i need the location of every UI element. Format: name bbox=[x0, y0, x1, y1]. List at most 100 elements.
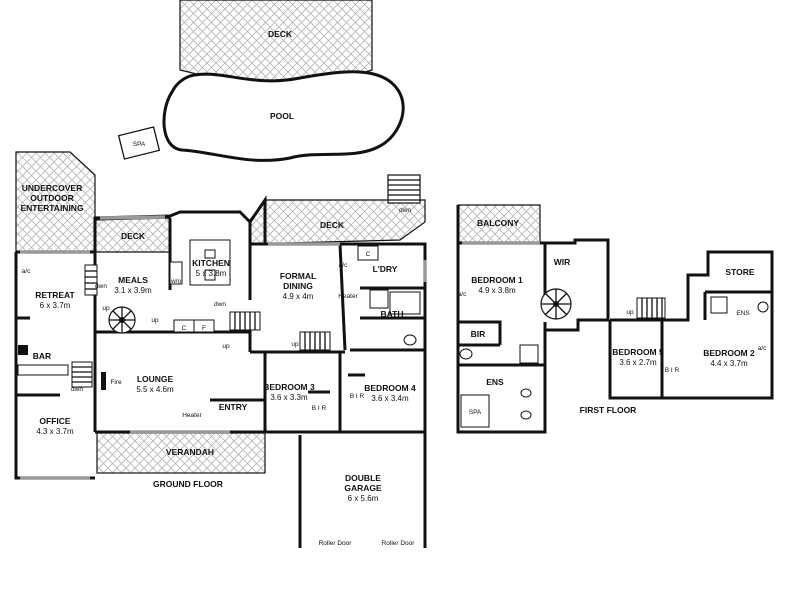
toilet-bath bbox=[403, 334, 417, 346]
deck-mid-label: DECK bbox=[320, 220, 345, 230]
ens2-label: ENS bbox=[736, 310, 750, 317]
pool-label: POOL bbox=[270, 111, 294, 121]
stairs-dining bbox=[229, 311, 261, 331]
bath-tub bbox=[389, 291, 421, 315]
dwn-label-dining: dwn bbox=[214, 301, 226, 308]
formal-label-2: DINING bbox=[283, 281, 313, 291]
bir-label-bed1: BIR bbox=[471, 329, 486, 339]
bed5-label: BEDROOM 5 bbox=[612, 347, 664, 357]
bed2-dims: 4.4 x 3.7m bbox=[710, 359, 748, 368]
fire-label: Fire bbox=[110, 379, 122, 386]
cupboard-c-ldry bbox=[357, 245, 379, 261]
bed1-dims: 4.9 x 3.8m bbox=[478, 286, 516, 295]
bed4-dims: 3.6 x 3.4m bbox=[371, 394, 409, 403]
ac-label-bed2: a/c bbox=[758, 345, 767, 352]
shower bbox=[369, 289, 389, 309]
roller-door-2: Roller Door bbox=[382, 540, 416, 547]
undercover-line-2: OUTDOOR bbox=[30, 193, 73, 203]
toilet-ens-2 bbox=[757, 301, 769, 313]
kitchen-dims: 5 x 3.8m bbox=[196, 269, 227, 278]
deck-top-area bbox=[179, 0, 373, 83]
lounge-dims: 5.5 x 4.6m bbox=[136, 385, 174, 394]
wir-label: WIR bbox=[554, 257, 571, 267]
garage-dims: 6 x 5.6m bbox=[348, 494, 379, 503]
ldry-label: L'DRY bbox=[373, 264, 398, 274]
store-label: STORE bbox=[725, 267, 754, 277]
ground-floor-title: GROUND FLOOR bbox=[153, 479, 223, 489]
spa-ens-label: SPA bbox=[469, 409, 482, 416]
office-dims: 4.3 x 3.7m bbox=[36, 427, 74, 436]
basin-ens-1b bbox=[520, 410, 532, 420]
heater-label-lounge: Heater bbox=[182, 412, 202, 419]
first-floor-title: FIRST FLOOR bbox=[580, 405, 637, 415]
bir-bed4: B I R bbox=[350, 393, 365, 400]
verandah-label: VERANDAH bbox=[166, 447, 214, 457]
kitchen-label: KITCHEN bbox=[192, 258, 230, 268]
up-label-lounge: up bbox=[151, 317, 159, 324]
meals-label: MEALS bbox=[118, 275, 148, 285]
bar-counter bbox=[17, 364, 69, 376]
bed4-label: BEDROOM 4 bbox=[364, 383, 416, 393]
bed1-label: BEDROOM 1 bbox=[471, 275, 523, 285]
bed3-label: BEDROOM 3 bbox=[263, 382, 315, 392]
up-label-first: up bbox=[626, 309, 634, 316]
cupboard-c-ldry-label: C bbox=[366, 251, 371, 258]
ground-windows bbox=[20, 215, 427, 480]
stairs-deck-top bbox=[387, 174, 421, 204]
ens-shower-1 bbox=[519, 344, 539, 364]
stairs-retreat bbox=[71, 361, 93, 388]
undercover-entertaining-area bbox=[15, 151, 96, 253]
undercover-line-3: ENTERTAINING bbox=[20, 203, 84, 213]
up-label-entry: up bbox=[222, 343, 230, 350]
pool-shape bbox=[162, 70, 405, 162]
garage-label-1: DOUBLE bbox=[345, 473, 381, 483]
ens-label-bed1: ENS bbox=[486, 377, 504, 387]
bed5-dims: 3.6 x 2.7m bbox=[619, 358, 657, 367]
first-floor-walls-right bbox=[608, 250, 774, 400]
stairs-first-right bbox=[636, 297, 666, 319]
cupboard-f-lounge bbox=[193, 319, 215, 333]
toilet-ens-1 bbox=[459, 348, 473, 360]
bir-bed5: B I R bbox=[665, 367, 680, 374]
kitchen-sink bbox=[204, 249, 216, 259]
balcony-label: BALCONY bbox=[477, 218, 519, 228]
ens2-shower bbox=[710, 296, 728, 314]
kitchen-cooktop bbox=[204, 269, 216, 281]
kitchen-walkin bbox=[169, 261, 183, 285]
entry-label: ENTRY bbox=[219, 402, 248, 412]
garage-label-2: GARAGE bbox=[344, 483, 382, 493]
office-label: OFFICE bbox=[39, 416, 70, 426]
bir-bed3: B I R bbox=[312, 405, 327, 412]
heater-label-dining: Heater bbox=[338, 293, 358, 300]
bar-fixture bbox=[18, 345, 28, 355]
stairs-dining-up bbox=[299, 331, 331, 351]
cupboard-c-lounge-label: C bbox=[182, 325, 187, 332]
up-label-meals: up bbox=[102, 305, 110, 312]
ac-label-retreat: a/c bbox=[22, 268, 31, 275]
spa-outdoor bbox=[117, 126, 161, 160]
wo-label: w/o bbox=[170, 278, 182, 285]
retreat-label: RETREAT bbox=[35, 290, 75, 300]
up-label-dining: up bbox=[291, 341, 299, 348]
spiral-stair-ground bbox=[108, 306, 136, 334]
deck-top-label: DECK bbox=[268, 29, 293, 39]
retreat-dims: 6 x 3.7m bbox=[40, 301, 71, 310]
bath-label: BATH bbox=[381, 309, 404, 319]
deck-left-label: DECK bbox=[121, 231, 146, 241]
roller-door-1: Roller Door bbox=[319, 540, 353, 547]
spa-outdoor-label: SPA bbox=[133, 141, 146, 148]
ac-label-bed1: a/c bbox=[458, 291, 467, 298]
bar-label: BAR bbox=[33, 351, 51, 361]
dwn-label-deck: dwn bbox=[399, 207, 411, 214]
ac-label-dining: a/c bbox=[339, 262, 348, 269]
ens-spa-bath bbox=[460, 394, 490, 428]
basin-ens-1a bbox=[520, 388, 532, 398]
lounge-label: LOUNGE bbox=[137, 374, 174, 384]
bed3-dims: 3.6 x 3.3m bbox=[270, 393, 308, 402]
fireplace bbox=[101, 372, 106, 390]
first-floor-walls-mid bbox=[456, 205, 610, 434]
dwn-label-retreat: dwn bbox=[95, 283, 107, 290]
bed2-label: BEDROOM 2 bbox=[703, 348, 755, 358]
formal-label-1: FORMAL bbox=[280, 271, 316, 281]
